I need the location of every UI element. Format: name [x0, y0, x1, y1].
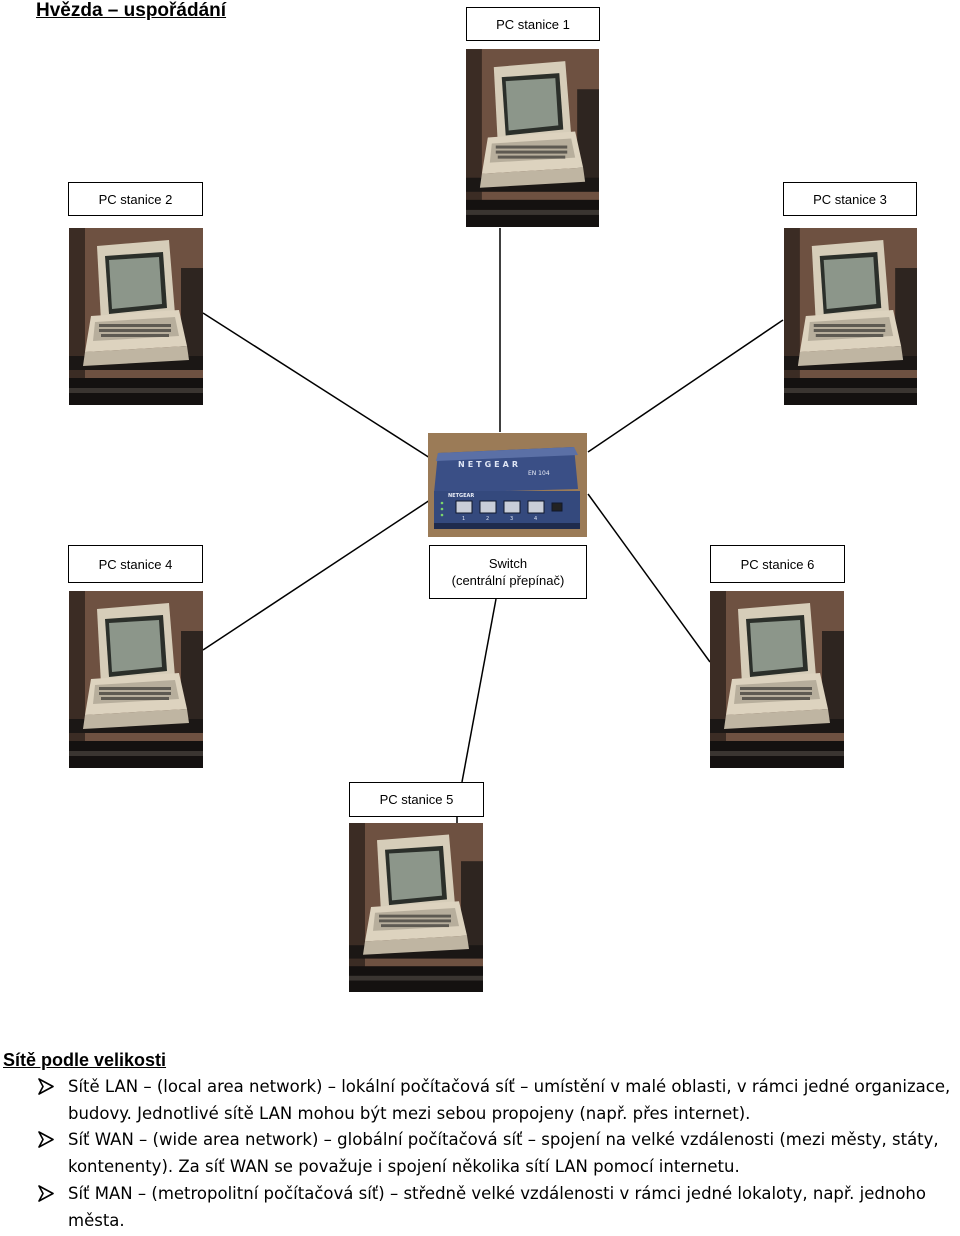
label-switch: Switch (centrální přepínač) — [429, 545, 587, 599]
arrow-bullet-icon — [38, 1131, 54, 1149]
pc-photo-1 — [466, 49, 599, 227]
computer-terminal-icon — [784, 228, 917, 405]
label-pc-station-4: PC stanice 4 — [68, 545, 203, 583]
computer-terminal-icon — [349, 823, 483, 992]
svg-text:4: 4 — [534, 516, 537, 522]
link-pc3 — [587, 319, 784, 453]
link-pc2 — [202, 312, 431, 459]
label-pc-station-2: PC stanice 2 — [68, 182, 203, 216]
label-pc-station-5: PC stanice 5 — [349, 782, 484, 817]
svg-text:EN 104: EN 104 — [528, 470, 550, 477]
label-pc-station-6: PC stanice 6 — [710, 545, 845, 583]
switch-photo: NETGEAR EN 104 NETGEAR 1 2 3 4 — [428, 433, 587, 537]
svg-text:3: 3 — [510, 516, 513, 522]
list-item-lan: Sítě LAN – (local area network) – lokáln… — [0, 1074, 960, 1127]
pc-photo-4 — [69, 591, 203, 768]
svg-text:NETGEAR: NETGEAR — [448, 493, 474, 499]
computer-terminal-icon — [710, 591, 844, 768]
diagram-title: Hvězda – uspořádání — [36, 0, 227, 21]
list-item-man: Síť MAN – (metropolitní počítačová síť) … — [0, 1181, 960, 1234]
section-title: Sítě podle velikosti — [3, 1050, 167, 1070]
arrow-bullet-icon — [38, 1078, 54, 1095]
pc-photo-5 — [349, 823, 483, 992]
computer-terminal-icon — [69, 591, 203, 768]
computer-terminal-icon — [466, 49, 599, 227]
pc-photo-6 — [710, 591, 844, 768]
link-pc6 — [587, 493, 711, 663]
network-size-section: Sítě podle velikosti Sítě LAN – (local a… — [0, 1046, 960, 1234]
svg-text:NETGEAR: NETGEAR — [458, 460, 521, 469]
switch-icon: NETGEAR EN 104 NETGEAR 1 2 3 4 — [428, 433, 587, 537]
link-pc4 — [202, 499, 431, 651]
list-item-wan: Síť WAN – (wide area network) – globální… — [0, 1127, 960, 1180]
pc-photo-3 — [784, 228, 917, 405]
svg-text:2: 2 — [486, 516, 489, 522]
link-pc5 — [461, 598, 497, 783]
pc-photo-2 — [69, 228, 203, 405]
arrow-bullet-icon — [38, 1185, 54, 1202]
label-pc-station-1: PC stanice 1 — [466, 7, 600, 41]
label-pc-station-3: PC stanice 3 — [783, 182, 917, 216]
svg-text:1: 1 — [462, 516, 465, 522]
computer-terminal-icon — [69, 228, 203, 405]
